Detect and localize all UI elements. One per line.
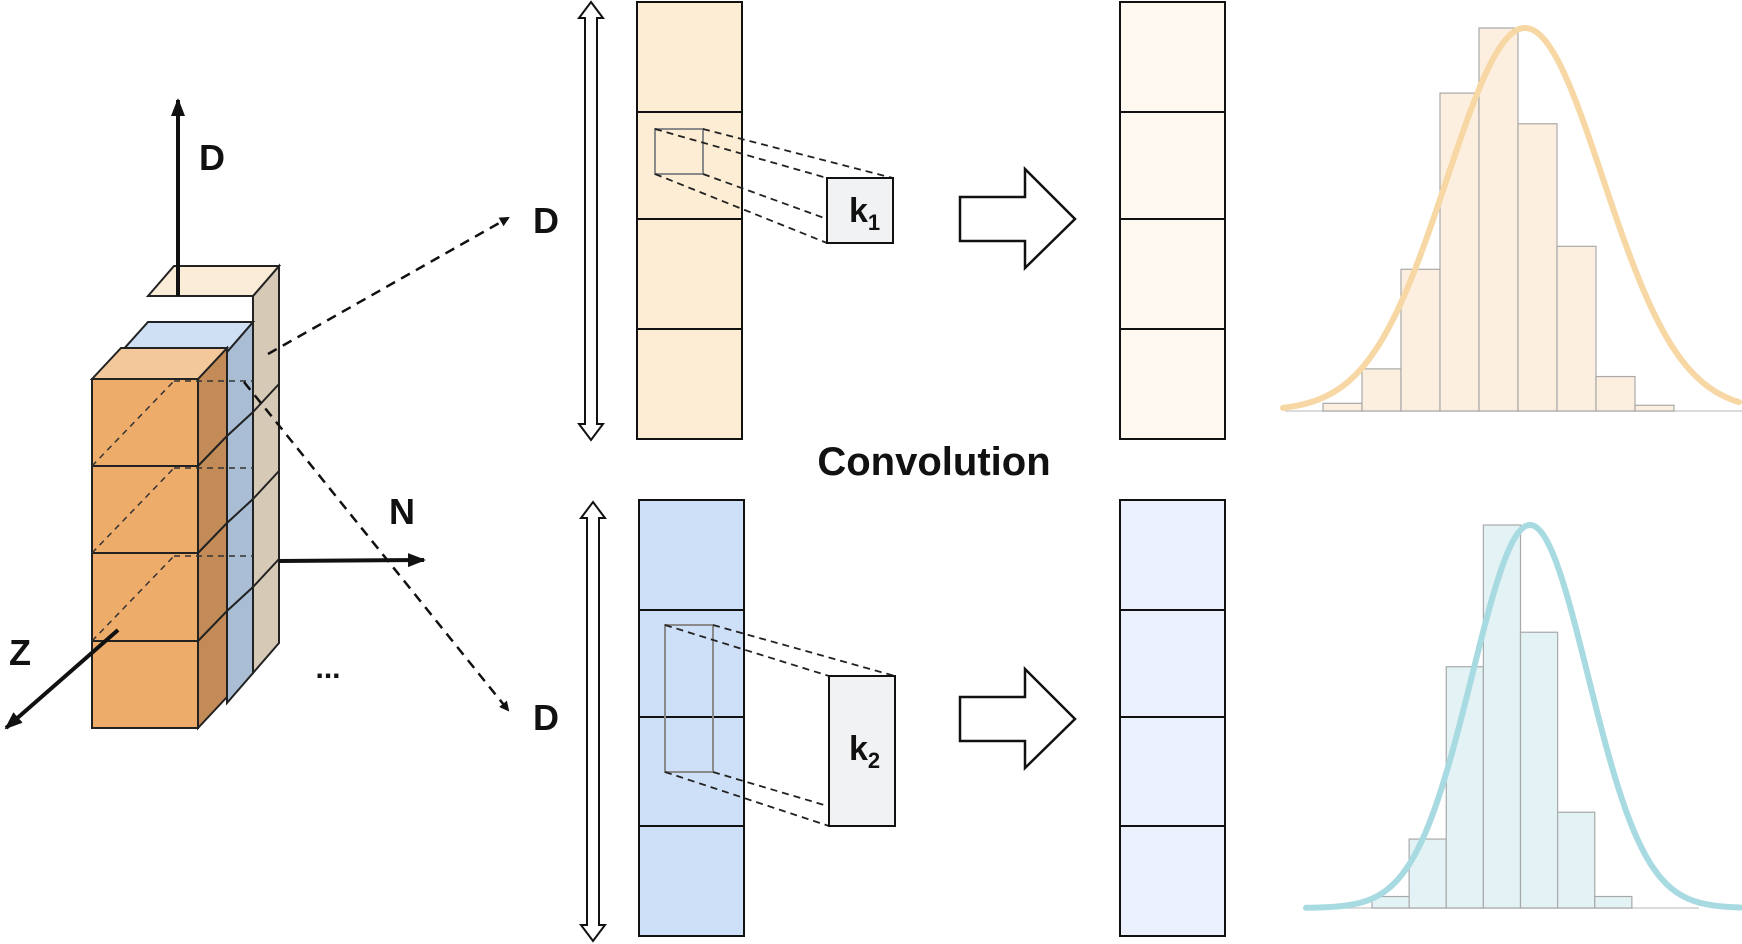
n-axis-label: N	[389, 491, 415, 532]
hist-top-bar	[1595, 375, 1636, 412]
kernel-k1	[826, 177, 894, 244]
histogram-bottom	[1303, 521, 1742, 911]
bottom-block-arrow	[958, 665, 1077, 771]
top-input-column	[636, 1, 743, 440]
hist-top-curve	[1280, 24, 1742, 411]
bottom-output-column	[1119, 499, 1226, 937]
kernel-k2-base: k	[849, 730, 868, 768]
bottom-d-label: D	[533, 697, 559, 738]
tan-slice-top	[145, 265, 282, 297]
svg-text:k1: k1	[849, 192, 880, 235]
histogram-top	[1280, 24, 1742, 412]
top-d-label: D	[533, 200, 559, 241]
top-double-arrow	[577, 0, 605, 442]
top-block-arrow	[958, 165, 1077, 271]
hist-bottom-bar	[1482, 524, 1522, 909]
convolution-label: Convolution	[817, 440, 1050, 484]
hist-top-bar	[1556, 245, 1597, 412]
top-output-column	[1119, 1, 1226, 440]
kernel-k1-base: k	[849, 192, 868, 230]
hist-bottom-curve	[1303, 521, 1742, 911]
blue-slice-side	[226, 319, 254, 706]
n-axis-arrow	[278, 553, 426, 568]
hist-bottom-bar	[1594, 895, 1633, 909]
bottom-receptive-field	[664, 624, 714, 773]
axes: D N Z ...	[4, 98, 426, 730]
tan-slice-side	[252, 263, 280, 676]
bottom-double-arrow	[579, 500, 607, 943]
d-axis-label: D	[199, 137, 225, 178]
hist-bottom-bar	[1557, 811, 1596, 909]
dashed-arrow-top	[267, 216, 510, 356]
bottom-input-column	[638, 499, 745, 937]
hist-top-bar	[1478, 27, 1519, 412]
hist-top-bar	[1634, 404, 1675, 412]
z-axis-arrow	[4, 628, 120, 730]
dashed-arrow-bottom	[243, 381, 510, 712]
kernel-k2	[828, 675, 896, 827]
kernel-k2-sub: 2	[868, 748, 880, 773]
hist-bottom-bar	[1519, 631, 1559, 909]
ellipsis-label: ...	[315, 652, 340, 685]
z-axis-label: Z	[9, 632, 31, 673]
bottom-branch: D k2	[533, 499, 1226, 943]
top-receptive-field	[654, 128, 704, 175]
tensor-block	[89, 263, 282, 731]
hist-top-bar	[1361, 368, 1402, 412]
svg-text:k2: k2	[849, 730, 880, 773]
top-branch: D k1	[533, 0, 1226, 442]
kernel-k1-sub: 1	[868, 210, 880, 235]
hist-top-bar	[1322, 402, 1363, 412]
hist-top-bar	[1517, 123, 1558, 412]
